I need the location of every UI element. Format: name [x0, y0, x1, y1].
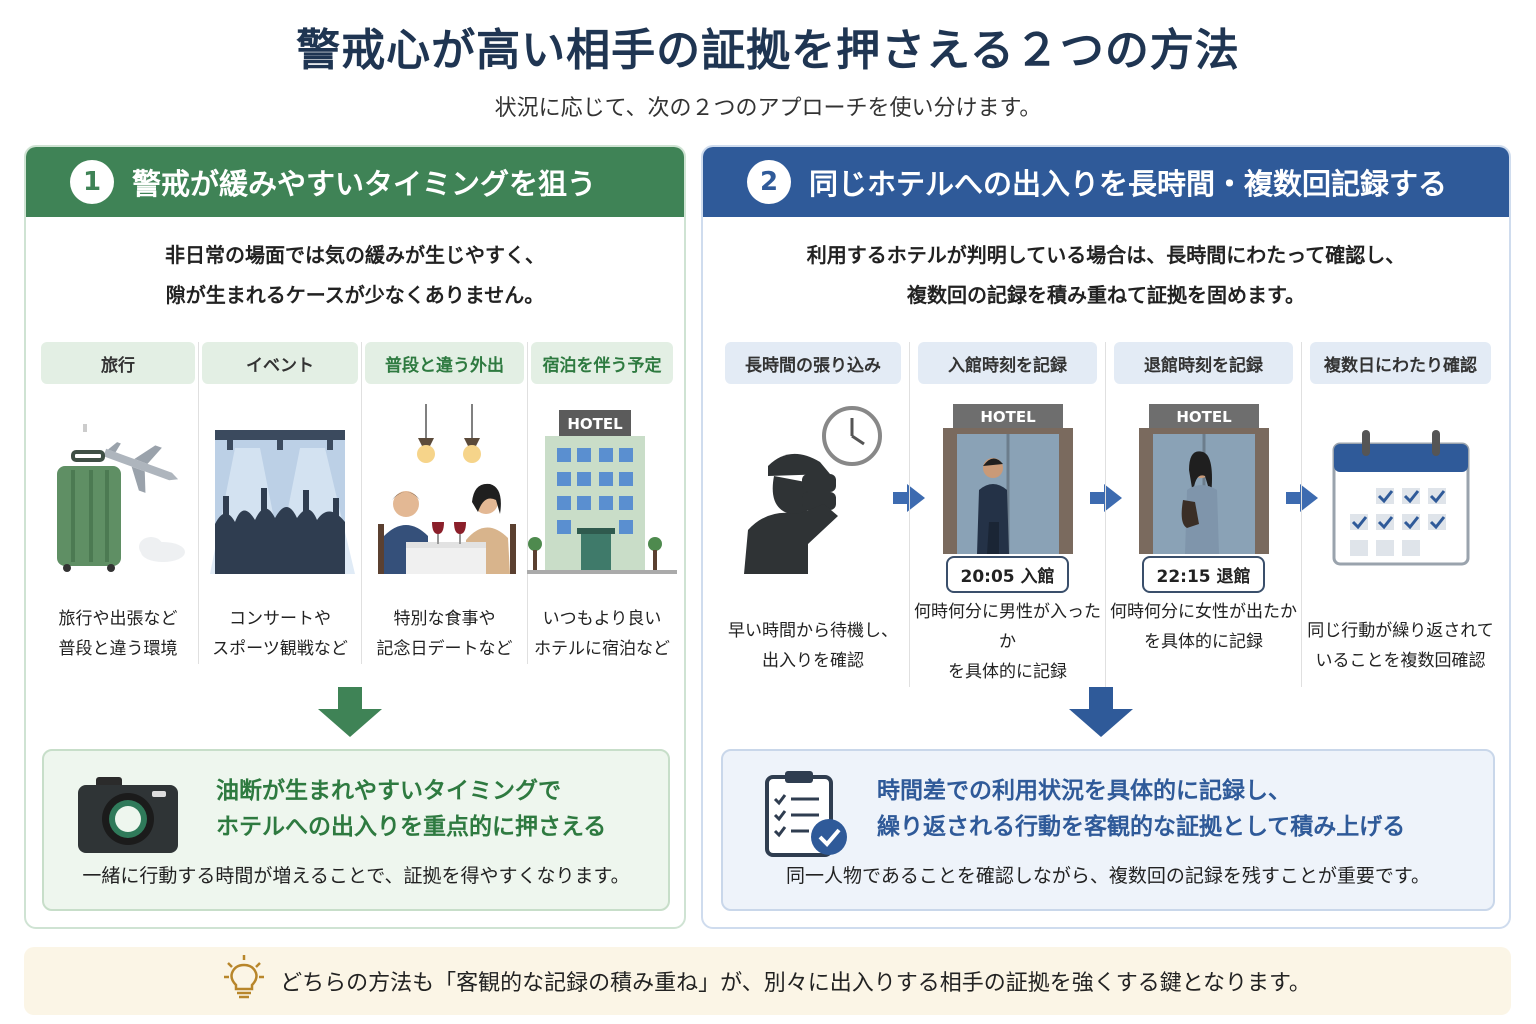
- arrow-right-icon: [1090, 484, 1122, 512]
- case-caption: いつもより良い ホテルに宿泊など: [534, 604, 670, 664]
- result-heading-line2: 繰り返される行動を客観的な証拠として積み上げる: [877, 814, 1406, 840]
- step-caption: 何時何分に男性が入ったか を具体的に記録: [910, 597, 1105, 687]
- lightbulb-icon: [224, 955, 265, 1007]
- hotel-sign: HOTEL: [980, 408, 1036, 426]
- step-tag: 複数日にわたり確認: [1310, 342, 1491, 384]
- caption-line2: を具体的に記録: [1144, 632, 1263, 652]
- step-tag: 退館時刻を記録: [1114, 342, 1293, 384]
- step-stakeout: 長時間の張り込み 早い時間から待機し、 出入りを確認: [717, 342, 925, 687]
- page-subtitle: 状況に応じて、次の２つのアプローチを使い分けます。: [494, 96, 1042, 121]
- case-special-outing: 普段と違う外出: [361, 342, 527, 664]
- result-heading-line1: 油断が生まれやすいタイミングで: [216, 778, 561, 804]
- result-heading-line2: ホテルへの出入りを重点的に押さえる: [216, 814, 607, 840]
- case-travel: 旅行: [38, 342, 198, 664]
- down-arrow-icon: [318, 687, 382, 737]
- method-1-header: 1 警戒が緩みやすいタイミングを狙う: [26, 147, 684, 217]
- method-2-result-note: 同一人物であることを確認しながら、複数回の記録を残すことが重要です。: [786, 865, 1430, 887]
- hotel-sign: HOTEL: [1176, 408, 1232, 426]
- caption-line2: 記念日デートなど: [376, 639, 513, 659]
- case-tag: 旅行: [41, 342, 195, 384]
- arrow-right-icon: [893, 484, 925, 512]
- binoculars-clock-icon: [738, 404, 888, 574]
- case-tag: イベント: [202, 342, 358, 384]
- case-overnight: 宿泊を伴う予定 HOTEL: [527, 342, 677, 664]
- step-entry-record: 入館時刻を記録 HOTEL 20:05 入館 何時何分に男性が入ったか を具体的…: [909, 342, 1122, 687]
- case-caption: コンサートや スポーツ観戦など: [212, 604, 348, 664]
- case-tag: 普段と違う外出: [365, 342, 524, 384]
- method-2-desc-line2: 複数回の記録を積み重ねて証拠を固めます。: [907, 283, 1305, 307]
- caption-line2: ホテルに宿泊など: [534, 639, 670, 659]
- method-1-desc-line2: 隙が生まれるケースが少なくありません。: [165, 283, 545, 307]
- entry-time-badge: 20:05 入館: [946, 556, 1069, 593]
- method-2-result: 時間差での利用状況を具体的に記録し、 繰り返される行動を客観的な証拠として積み上…: [721, 749, 1495, 911]
- case-caption: 特別な食事や 記念日デートなど: [377, 604, 513, 664]
- method-1-panel: 1 警戒が緩みやすいタイミングを狙う 非日常の場面では気の緩みが生じやすく、 隙…: [24, 145, 686, 929]
- method-2-panel: 2 同じホテルへの出入りを長時間・複数回記録する 利用するホテルが判明している場…: [701, 145, 1511, 929]
- method-1-result: 油断が生まれやすいタイミングで ホテルへの出入りを重点的に押さえる 一緒に行動す…: [42, 749, 670, 911]
- result-heading-line1: 時間差での利用状況を具体的に記録し、: [877, 778, 1291, 804]
- caption-line1: 旅行や出張など: [58, 609, 178, 629]
- method-2-number: 2: [747, 160, 791, 204]
- caption-line2: スポーツ観戦など: [212, 639, 348, 659]
- method-1-result-note: 一緒に行動する時間が増えることで、証拠を得やすくなります。: [82, 865, 630, 887]
- bottom-tip-text: どちらの方法も「客観的な記録の積み重ね」が、別々に出入りする相手の証拠を強くする…: [280, 971, 1311, 996]
- caption-line1: コンサートや: [228, 609, 331, 629]
- method-2-desc-line1: 利用するホテルが判明している場合は、長時間にわたって確認し、: [806, 243, 1406, 267]
- step-multi-day: 複数日にわたり確認: [1301, 342, 1499, 687]
- step-caption: 早い時間から待機し、 出入りを確認: [728, 616, 898, 676]
- step-tag: 入館時刻を記録: [918, 342, 1097, 384]
- calendar-check-icon: [1326, 404, 1476, 574]
- down-arrow-icon: [1069, 687, 1133, 737]
- caption-line1: 同じ行動が繰り返されて: [1307, 621, 1494, 641]
- hotel-sign: HOTEL: [567, 415, 623, 433]
- suitcase-airplane-icon: [43, 404, 193, 574]
- hotel-entry-man-icon: HOTEL: [933, 404, 1083, 554]
- caption-line1: 何時何分に女性が出たか: [1110, 602, 1297, 622]
- method-1-desc-line1: 非日常の場面では気の緩みが生じやすく、: [165, 243, 545, 267]
- hotel-building-icon: HOTEL: [527, 404, 677, 574]
- hotel-exit-woman-icon: HOTEL: [1129, 404, 1279, 554]
- method-2-steps: 長時間の張り込み 早い時間から待機し、 出入りを確認: [717, 342, 1499, 687]
- step-tag: 長時間の張り込み: [725, 342, 901, 384]
- bottom-tip: どちらの方法も「客観的な記録の積み重ね」が、別々に出入りする相手の証拠を強くする…: [24, 947, 1511, 1015]
- method-1-description: 非日常の場面では気の緩みが生じやすく、 隙が生まれるケースが少なくありません。: [26, 235, 684, 315]
- step-exit-record: 退館時刻を記録 HOTEL 22:15 退館 何時何分に女性が出たか を具体的に…: [1105, 342, 1318, 687]
- caption-line2: いることを複数回確認: [1315, 651, 1486, 671]
- method-1-result-heading: 油断が生まれやすいタイミングで ホテルへの出入りを重点的に押さえる: [216, 773, 606, 845]
- clipboard-check-icon: [763, 769, 853, 863]
- caption-line2: 出入りを確認: [762, 651, 864, 671]
- caption-line1: いつもより良い: [542, 609, 662, 629]
- method-2-description: 利用するホテルが判明している場合は、長時間にわたって確認し、 複数回の記録を積み…: [703, 235, 1509, 315]
- method-2-heading: 同じホテルへの出入りを長時間・複数回記録する: [809, 167, 1448, 201]
- concert-crowd-icon: [205, 404, 355, 574]
- method-2-header: 2 同じホテルへの出入りを長時間・複数回記録する: [703, 147, 1509, 217]
- page-title: 警戒心が高い相手の証拠を押さえる２つの方法: [296, 25, 1240, 76]
- method-1-cases: 旅行: [38, 342, 677, 664]
- caption-line1: 早い時間から待機し、: [728, 621, 898, 641]
- method-1-heading: 警戒が緩みやすいタイミングを狙う: [132, 167, 597, 201]
- case-event: イベント コンサートや ス: [198, 342, 361, 664]
- step-caption: 同じ行動が繰り返されて いることを複数回確認: [1307, 616, 1494, 676]
- case-tag: 宿泊を伴う予定: [531, 342, 673, 384]
- caption-line2: を具体的に記録: [948, 662, 1067, 682]
- camera-icon: [78, 775, 178, 859]
- caption-line2: 普段と違う環境: [58, 639, 178, 659]
- dinner-date-icon: [370, 404, 520, 574]
- arrow-right-icon: [1286, 484, 1318, 512]
- method-1-number: 1: [70, 160, 114, 204]
- caption-line1: 何時何分に男性が入ったか: [914, 602, 1101, 652]
- case-caption: 旅行や出張など 普段と違う環境: [59, 604, 178, 664]
- step-caption: 何時何分に女性が出たか を具体的に記録: [1110, 597, 1297, 657]
- caption-line1: 特別な食事や: [393, 609, 496, 629]
- exit-time-badge: 22:15 退館: [1142, 556, 1265, 593]
- method-2-result-heading: 時間差での利用状況を具体的に記録し、 繰り返される行動を客観的な証拠として積み上…: [877, 773, 1405, 845]
